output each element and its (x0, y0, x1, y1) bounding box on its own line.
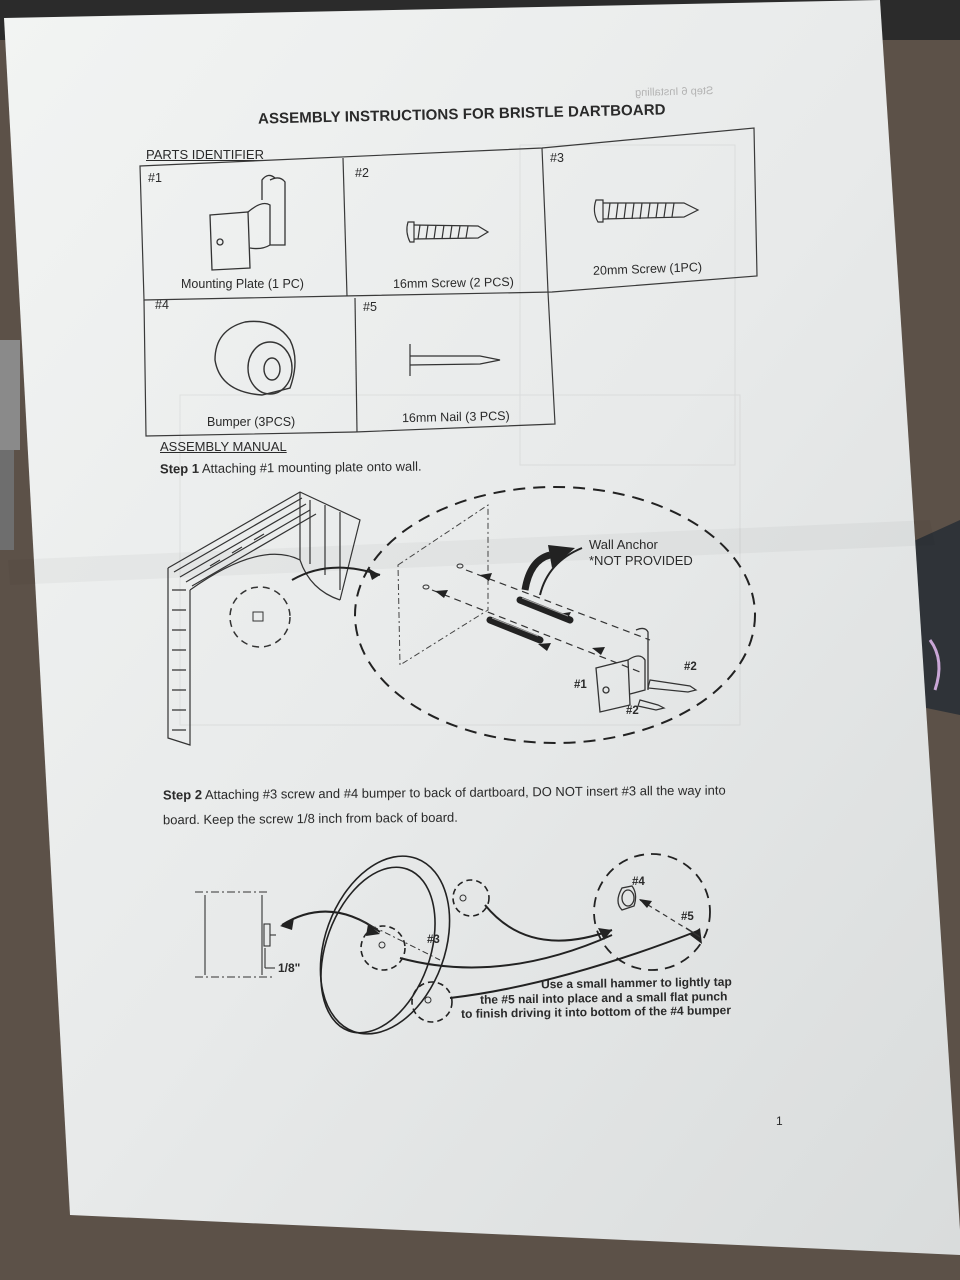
step-2-callout-4: #4 (632, 876, 645, 888)
part-2-name: 16mm Screw (2 PCS) (392, 274, 514, 292)
part-2-id: #2 (355, 166, 369, 180)
part-1-id: #1 (148, 171, 162, 185)
part-5-id: #5 (363, 300, 377, 314)
step-1-text: Step 1 Attaching #1 mounting plate onto … (160, 459, 422, 477)
gap-label: 1/8" (278, 961, 301, 975)
part-1-name: Mounting Plate (1 PC) (181, 277, 304, 291)
step-1-description: Attaching #1 mounting plate onto wall. (201, 458, 422, 476)
part-4-id: #4 (155, 298, 169, 312)
step-1-label: Step 1 (159, 460, 200, 477)
part-3-id: #3 (550, 151, 564, 165)
step-2-text-line2: board. Keep the screw 1/8 inch from back… (162, 809, 458, 828)
wall-anchor-label: Wall Anchor (589, 537, 658, 552)
not-provided-label: *NOT PROVIDED (589, 553, 693, 568)
step-1-callout-2a: #2 (684, 661, 697, 673)
part-4-name: Bumper (3PCS) (207, 415, 296, 429)
part-5-name: 16mm Nail (3 PCS) (401, 408, 510, 426)
step-2-callout-5: #5 (681, 911, 694, 923)
step-1-callout-1: #1 (574, 679, 587, 691)
step-2-label: Step 2 (162, 787, 203, 803)
mirrored-bleed-text: Step 6 Installing (634, 84, 714, 100)
page-number: 1 (776, 1114, 783, 1128)
step-1-callout-2b: #2 (626, 705, 639, 717)
step-2-callout-3: #3 (427, 934, 440, 946)
dart-object (0, 340, 20, 550)
parts-heading: PARTS IDENTIFIER (146, 147, 264, 162)
manual-heading: ASSEMBLY MANUAL (160, 439, 287, 454)
